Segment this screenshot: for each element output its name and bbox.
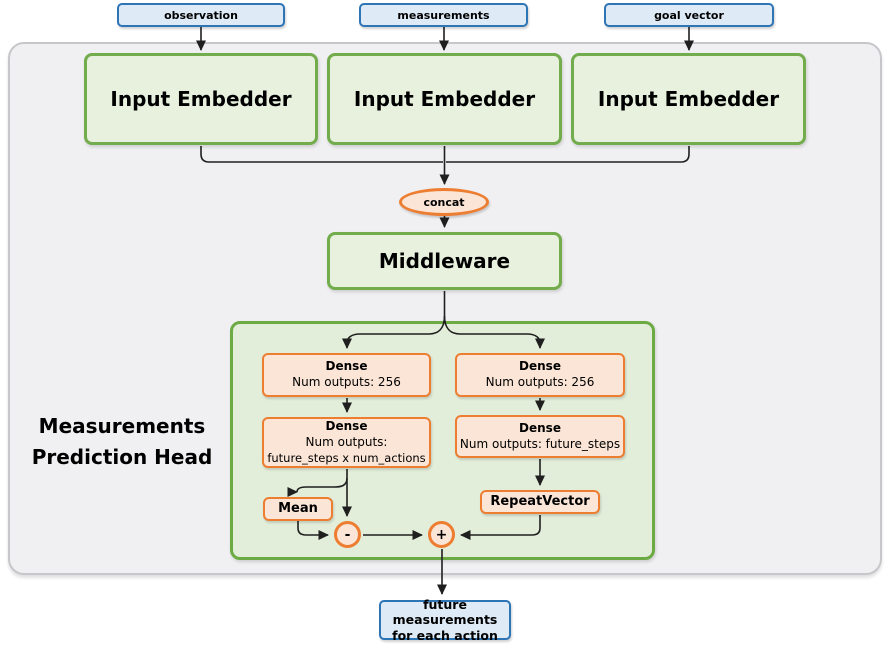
dense-outputs: Num outputs: future_steps — [459, 436, 621, 451]
input-embedder-node-1: Input Embedder — [84, 53, 318, 145]
dense-outputs-value: future_steps x num_actions — [267, 450, 426, 465]
input-embedder-node-2: Input Embedder — [327, 53, 562, 145]
middleware-node: Middleware — [327, 232, 562, 290]
input-label-goal-vector: goal vector — [604, 3, 774, 27]
dense-node-future-steps: Dense Num outputs: future_steps — [455, 415, 625, 458]
input-label-observation: observation — [117, 3, 285, 27]
prediction-head-title-line2: Prediction Head — [31, 445, 213, 469]
dense-title: Dense — [519, 420, 561, 435]
dense-node-right-256: Dense Num outputs: 256 — [455, 353, 625, 397]
output-label-line1: future measurements — [392, 596, 498, 628]
output-label-line2: for each action — [392, 627, 498, 643]
dense-outputs-label: Num outputs: — [305, 435, 388, 450]
subtract-operator-node: - — [334, 521, 361, 548]
dense-node-left-256: Dense Num outputs: 256 — [262, 353, 431, 397]
prediction-head-title: Measurements Prediction Head — [16, 411, 228, 473]
mean-node: Mean — [263, 497, 333, 521]
concat-node: concat — [399, 188, 489, 216]
input-embedder-node-3: Input Embedder — [571, 53, 806, 145]
repeat-vector-node: RepeatVector — [480, 490, 600, 514]
dense-title: Dense — [325, 419, 368, 434]
input-label-measurements: measurements — [359, 3, 528, 27]
dense-title: Dense — [325, 359, 368, 374]
dense-outputs: Num outputs: 256 — [485, 375, 595, 389]
add-operator-node: + — [428, 521, 455, 548]
dense-outputs: Num outputs: 256 — [292, 375, 401, 389]
dense-node-future-actions: Dense Num outputs: future_steps x num_ac… — [262, 417, 431, 468]
output-label: future measurements for each action — [379, 596, 511, 643]
prediction-head-title-line1: Measurements — [38, 414, 206, 438]
dense-title: Dense — [519, 359, 561, 374]
